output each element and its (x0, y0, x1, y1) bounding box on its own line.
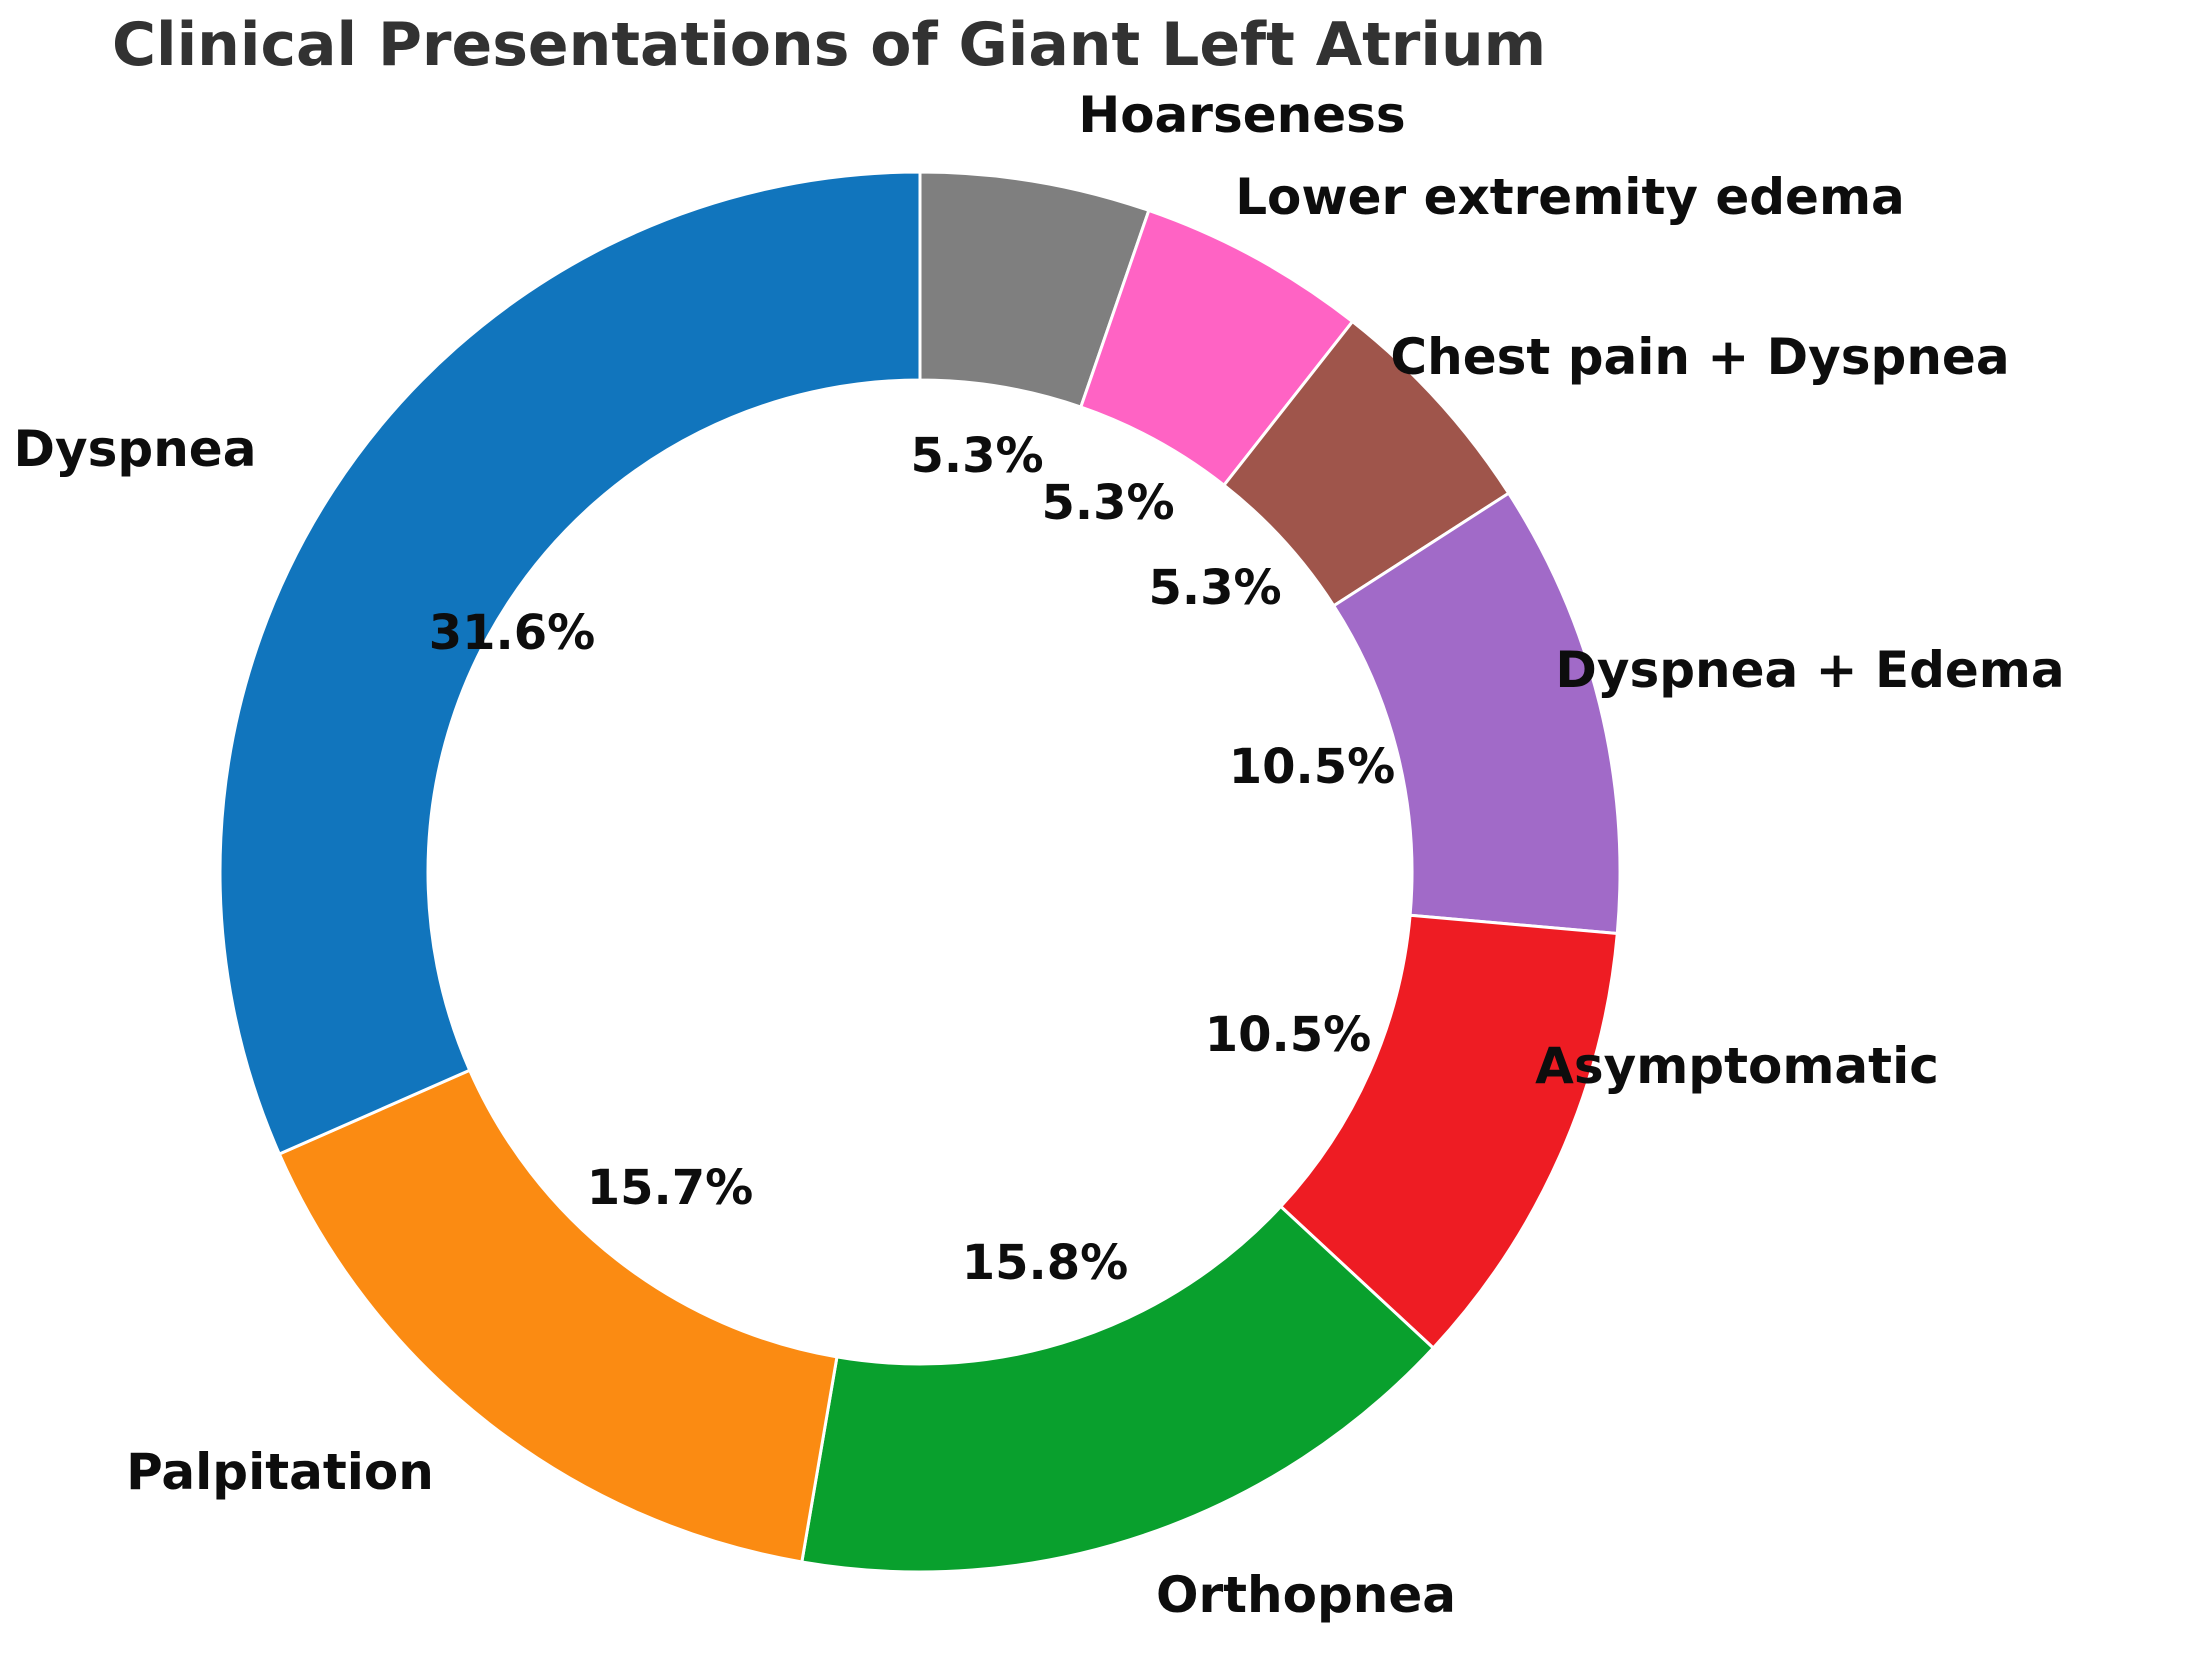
segment-label-dyspnea-edema: Dyspnea + Edema (1555, 641, 2065, 699)
pie-segment-orthopnea (800, 1205, 1435, 1574)
segment-percentage-dyspnea-edema: 10.5% (1228, 739, 1396, 795)
segment-percentage-chest-pain-dyspnea: 5.3% (1148, 560, 1282, 616)
segment-percentage-hoarseness: 5.3% (910, 428, 1044, 484)
segment-percentage-lower-extremity-edema: 5.3% (1041, 475, 1175, 531)
pie-segment-dyspnea (218, 170, 922, 1156)
segment-label-orthopnea: Orthopnea (1155, 1566, 1457, 1624)
segment-label-hoarseness: Hoarseness (1078, 86, 1406, 144)
segment-percentage-orthopnea: 15.8% (961, 1235, 1129, 1291)
segment-label-lower-extremity-edema: Lower extremity edema (1235, 168, 1905, 226)
segment-percentage-palpitation: 15.7% (586, 1160, 754, 1216)
segment-label-chest-pain-dyspnea: Chest pain + Dyspnea (1390, 328, 2010, 386)
segment-label-palpitation: Palpitation (126, 1443, 434, 1501)
segment-label-asymptomatic: Asymptomatic (1535, 1037, 1939, 1095)
segment-percentage-dyspnea: 31.6% (428, 605, 596, 661)
segment-percentage-asymptomatic: 10.5% (1204, 1007, 1372, 1063)
chart-title: Clinical Presentations of Giant Left Atr… (112, 10, 1547, 80)
pie-segment-palpitation (277, 1068, 839, 1564)
segment-label-dyspnea: Dyspnea (13, 420, 257, 478)
